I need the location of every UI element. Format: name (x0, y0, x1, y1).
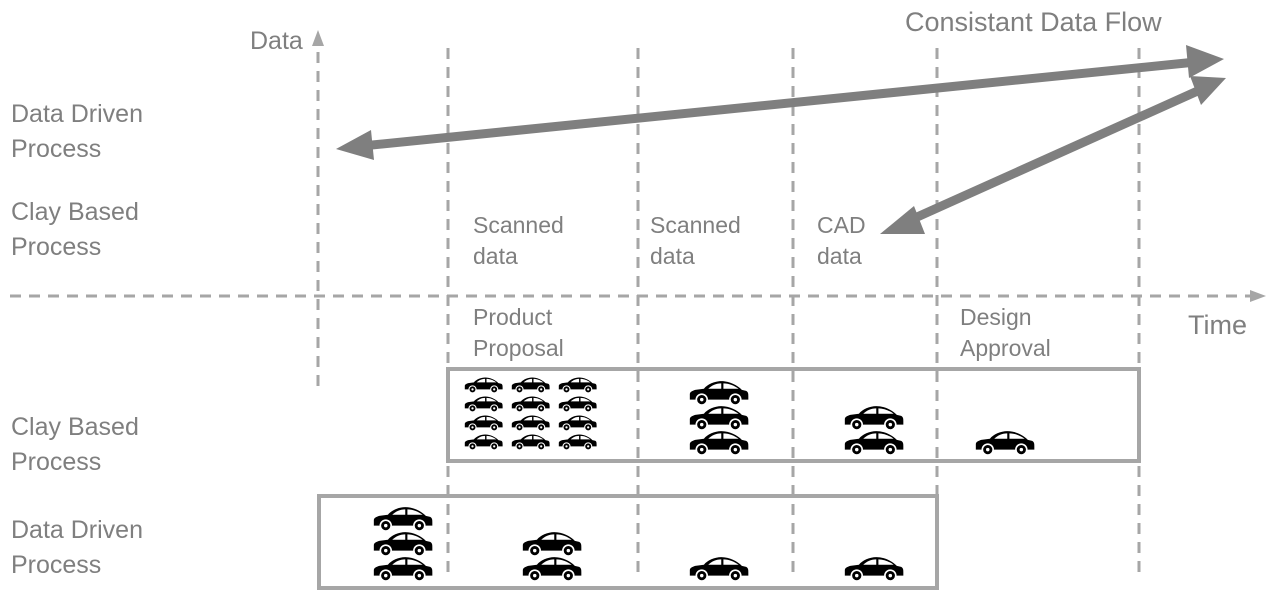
car-icon (558, 395, 598, 412)
cad-data-flow-arrow (880, 76, 1226, 234)
top-label-clay-based: Clay Based Process (11, 198, 139, 261)
car-icon (522, 531, 583, 556)
car-icon (464, 433, 504, 450)
y-axis-arrowhead (312, 30, 324, 46)
car-icon (522, 556, 583, 581)
car-icon (558, 414, 598, 431)
car-icon (511, 395, 551, 412)
clay-based-process-box (446, 367, 1141, 463)
car-icon (689, 405, 750, 430)
milestone-product-proposal: Product Proposal (473, 304, 564, 361)
car-icon (511, 376, 551, 393)
car-icon (464, 414, 504, 431)
car-icon (464, 376, 504, 393)
car-icon (844, 556, 905, 581)
car-icon (511, 433, 551, 450)
car-icon (373, 556, 434, 581)
car-icon (689, 556, 750, 581)
flow-label: Consistant Data Flow (905, 7, 1162, 37)
car-icon (558, 376, 598, 393)
x-axis-arrowhead (1250, 290, 1266, 302)
clay-based-cars (464, 376, 1036, 455)
column-label-cad-data: CAD data (817, 212, 866, 269)
car-icon (373, 506, 434, 531)
y-axis-label: Data (250, 27, 303, 55)
x-axis-label: Time (1188, 310, 1247, 340)
data-driven-process-box (317, 494, 939, 590)
car-icon (558, 433, 598, 450)
car-icon (689, 380, 750, 405)
car-icon (844, 430, 905, 455)
car-icon (689, 430, 750, 455)
row-label-clay-based: Clay Based Process (11, 413, 139, 476)
car-icon (975, 430, 1036, 455)
car-icon (511, 414, 551, 431)
car-icon (844, 405, 905, 430)
car-icon (464, 395, 504, 412)
milestone-design-approval: Design Approval (960, 304, 1051, 361)
column-label-scanned-data-1: Scanned data (473, 212, 564, 269)
row-label-data-driven: Data Driven Process (11, 516, 143, 579)
consistent-data-flow-arrow (336, 45, 1224, 160)
car-icon (373, 531, 434, 556)
top-label-data-driven: Data Driven Process (11, 100, 143, 163)
column-label-scanned-data-2: Scanned data (650, 212, 741, 269)
